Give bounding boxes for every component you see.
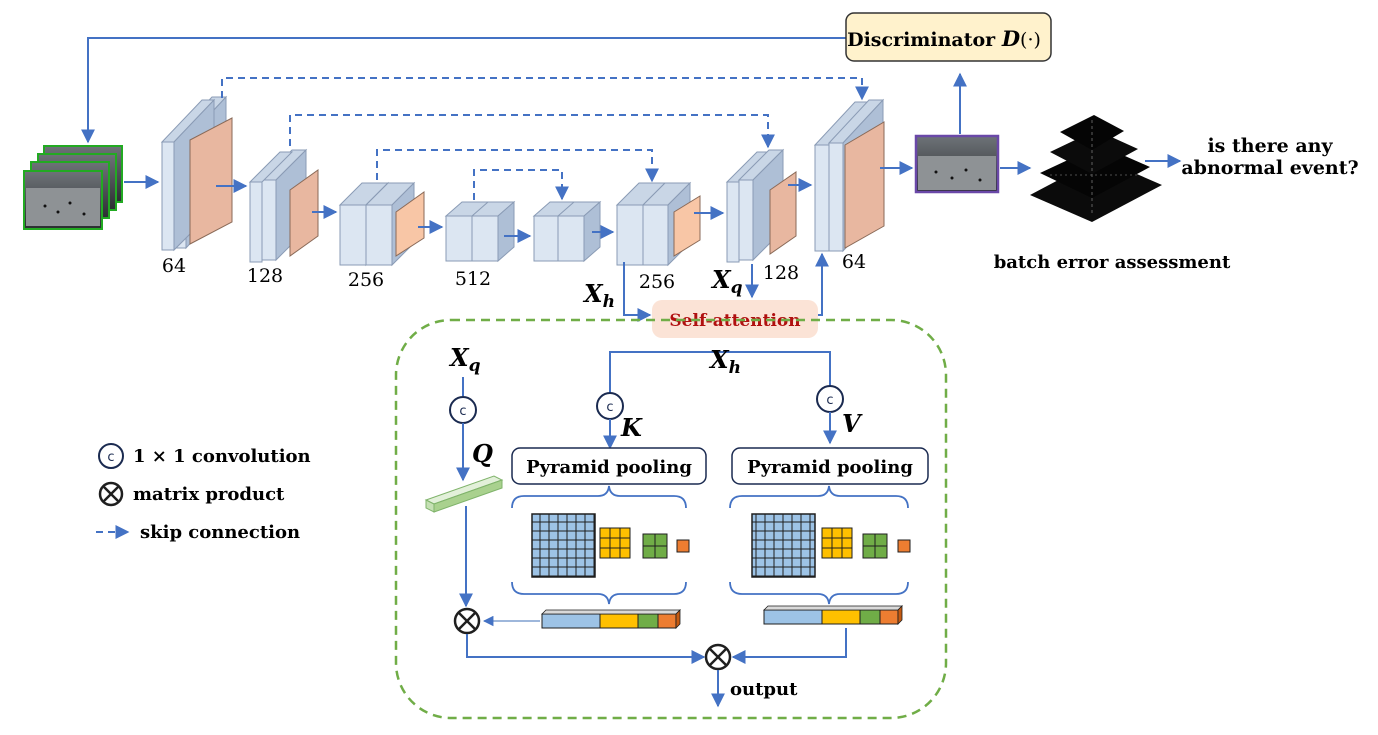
block-enc4 [444, 200, 516, 263]
skip-connections [221, 77, 869, 201]
batch-error-label: batch error assessment [994, 252, 1231, 273]
svg-text:c: c [459, 404, 466, 419]
legend-conv-icon: c [98, 443, 124, 469]
channel-dec-2: 128 [763, 262, 799, 284]
conv-icon-k: c [596, 392, 624, 420]
block-enc2 [248, 148, 319, 263]
legend: c 1 × 1 convolution matrix product skip … [96, 443, 311, 543]
legend-matrix-label: matrix product [133, 484, 285, 505]
xq-label-top: Xq [710, 265, 743, 298]
block-dec2 [615, 181, 701, 267]
question-line-1: is there any [1207, 135, 1333, 157]
v-label: V [842, 409, 863, 438]
discriminator-loop [81, 37, 967, 144]
channel-enc-4: 512 [455, 268, 491, 290]
svg-text:c: c [826, 393, 833, 408]
xh-label-module: Xh [708, 345, 741, 378]
pyramid-pooling-v: Pyramid pooling [731, 447, 929, 485]
pooled-grids-v [751, 513, 911, 578]
matrix-product-icon-2 [704, 643, 732, 671]
batch-error-stack [1030, 115, 1162, 222]
channel-dec-1: 256 [639, 271, 675, 293]
flattened-vector-v [763, 605, 903, 625]
svg-text:Pyramid pooling: Pyramid pooling [526, 457, 692, 478]
block-enc3 [338, 181, 425, 267]
conv-icon-q: c [449, 396, 477, 424]
discriminator-fn: D [1001, 26, 1021, 51]
conv-icon-v: c [816, 385, 844, 413]
legend-matrix-icon [98, 481, 124, 507]
svg-text:Pyramid pooling: Pyramid pooling [747, 457, 913, 478]
matrix-product-icon-1 [453, 607, 481, 635]
xh-label-top: Xh [582, 279, 615, 312]
forward-arrows [124, 154, 1182, 243]
k-label: K [620, 413, 643, 442]
product1-to-product2-line [466, 634, 706, 664]
channel-enc-1: 64 [162, 255, 186, 277]
svg-text:c: c [606, 400, 613, 415]
svg-text:c: c [107, 450, 114, 465]
v-to-product2-line [731, 628, 847, 664]
block-dec4 [813, 98, 885, 253]
channel-dec-3: 64 [842, 251, 866, 273]
query-vector [424, 475, 504, 513]
block-dec1 [532, 200, 602, 263]
input-frames [23, 145, 123, 230]
q-label: Q [472, 439, 493, 468]
pooled-grids-k [531, 513, 690, 578]
output-label: output [730, 679, 798, 700]
self-attention-box: Self-attention [652, 300, 818, 338]
attention-module-frame [394, 318, 948, 720]
block-dec3 [725, 148, 797, 263]
xh-branch [609, 351, 831, 393]
xq-label-module: Xq [448, 343, 481, 376]
block-enc1 [160, 95, 233, 252]
discriminator-box: Discriminator D(·) [845, 12, 1052, 62]
channel-labels: 64 128 256 512 256 128 64 [162, 251, 866, 293]
svg-text:Discriminator D(·): Discriminator D(·) [847, 26, 1041, 51]
output-frame [914, 134, 1000, 194]
flattened-vector-k [541, 609, 681, 629]
legend-skip-label: skip connection [140, 522, 300, 543]
pyramid-pooling-k: Pyramid pooling [511, 447, 707, 485]
discriminator-label: Discriminator [847, 29, 1002, 51]
legend-conv-label: 1 × 1 convolution [133, 446, 311, 467]
channel-enc-2: 128 [247, 265, 283, 287]
discriminator-args: (·) [1020, 29, 1041, 51]
brace-v-top [729, 485, 909, 509]
brace-k-bottom [511, 581, 687, 605]
channel-enc-3: 256 [348, 269, 384, 291]
question-line-2: abnormal event? [1181, 157, 1358, 179]
brace-k-top [511, 485, 687, 509]
self-attention-label: Self-attention [669, 311, 800, 331]
brace-v-bottom [729, 581, 909, 605]
